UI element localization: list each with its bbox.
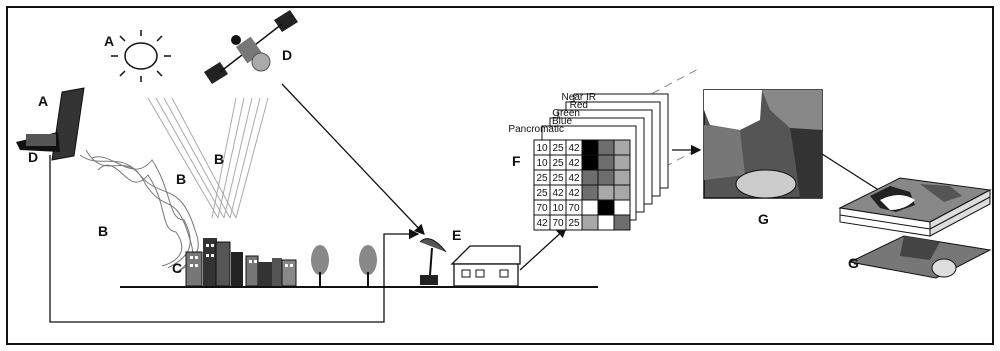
label-b-waves: B [98,223,108,239]
pixel-gray-cell [597,214,615,231]
label-f-cube: F [512,153,521,169]
pixel-value: 42 [552,188,564,199]
pixel-gray-cell [581,199,599,216]
label-g-map: G [758,211,769,227]
pixel-value: 25 [568,218,580,229]
pixel-gray-cell [597,199,615,216]
pixel-gray-cell [613,139,631,156]
dash-line [639,67,701,101]
processing-arrow [519,227,567,271]
pixel-gray-cell [597,184,615,201]
diagram-frame [6,6,994,345]
pixel-gray-cell [613,154,631,171]
pixel-gray-cell [597,169,615,186]
band-label: Green [552,108,580,119]
pixel-value: 25 [552,158,564,169]
pixel-value: 42 [536,218,548,229]
pixel-value: 42 [568,188,580,199]
pixel-value: 42 [568,158,580,169]
pixel-value: 10 [536,158,548,169]
pixel-value: 70 [536,203,548,214]
pixel-value: 25 [552,173,564,184]
pixel-gray-cell [597,139,615,156]
pixel-value: 42 [568,173,580,184]
label-d-sensor: D [28,149,38,165]
pixel-gray-cell [581,154,599,171]
pixel-gray-cell [613,214,631,231]
pixel-gray-cell [581,214,599,231]
label-b-rays-in: B [176,171,186,187]
band-label: Blue [552,116,572,127]
label-a-sun: A [104,33,114,49]
pixel-value: 10 [552,203,564,214]
wave-bundle [79,149,199,273]
pixel-value: 70 [552,218,564,229]
layer-stack [838,177,992,279]
satellite-icon [204,10,298,84]
dash-line [639,147,701,181]
pixel-gray-cell [581,184,599,201]
tree-icon [359,245,377,287]
sun-icon [111,30,171,82]
band-label: Red [570,100,588,111]
label-e-station: E [452,227,461,243]
pixel-gray-cell [613,169,631,186]
label-c-city: C [172,260,182,276]
band-label: Near IR [562,92,596,103]
pixel-gray-cell [613,199,631,216]
downlink-arrow [281,83,425,235]
pixel-gray-cell [613,184,631,201]
pixel-gray-cell [597,154,615,171]
pixel-value-grid: 10 25 42 10 25 42 25 25 42 25 42 42 70 10 70 42 70 25 [533,139,631,231]
house-icon [450,245,521,287]
label-d-satellite: D [282,47,292,63]
pixel-gray-cell [581,139,599,156]
pixel-value: 42 [568,143,580,154]
city-buildings [185,238,297,287]
pixel-value: 25 [536,188,548,199]
light-rays [147,97,269,219]
sensor-link-line [49,155,420,323]
label-g-layers: G [848,255,859,271]
pixel-gray-cell [581,169,599,186]
airborne-sensor-icon [16,87,85,161]
ground-station-dish-icon [419,238,447,285]
tree-icon [311,245,329,287]
pixel-value: 25 [552,143,564,154]
label-a-sensor: A [38,93,48,109]
pixel-value: 10 [536,143,548,154]
label-b-rays-out: B [214,151,224,167]
classified-map [703,89,823,199]
band-label: Pancromatic [508,124,564,135]
pixel-value: 70 [568,203,580,214]
pixel-value: 25 [536,173,548,184]
